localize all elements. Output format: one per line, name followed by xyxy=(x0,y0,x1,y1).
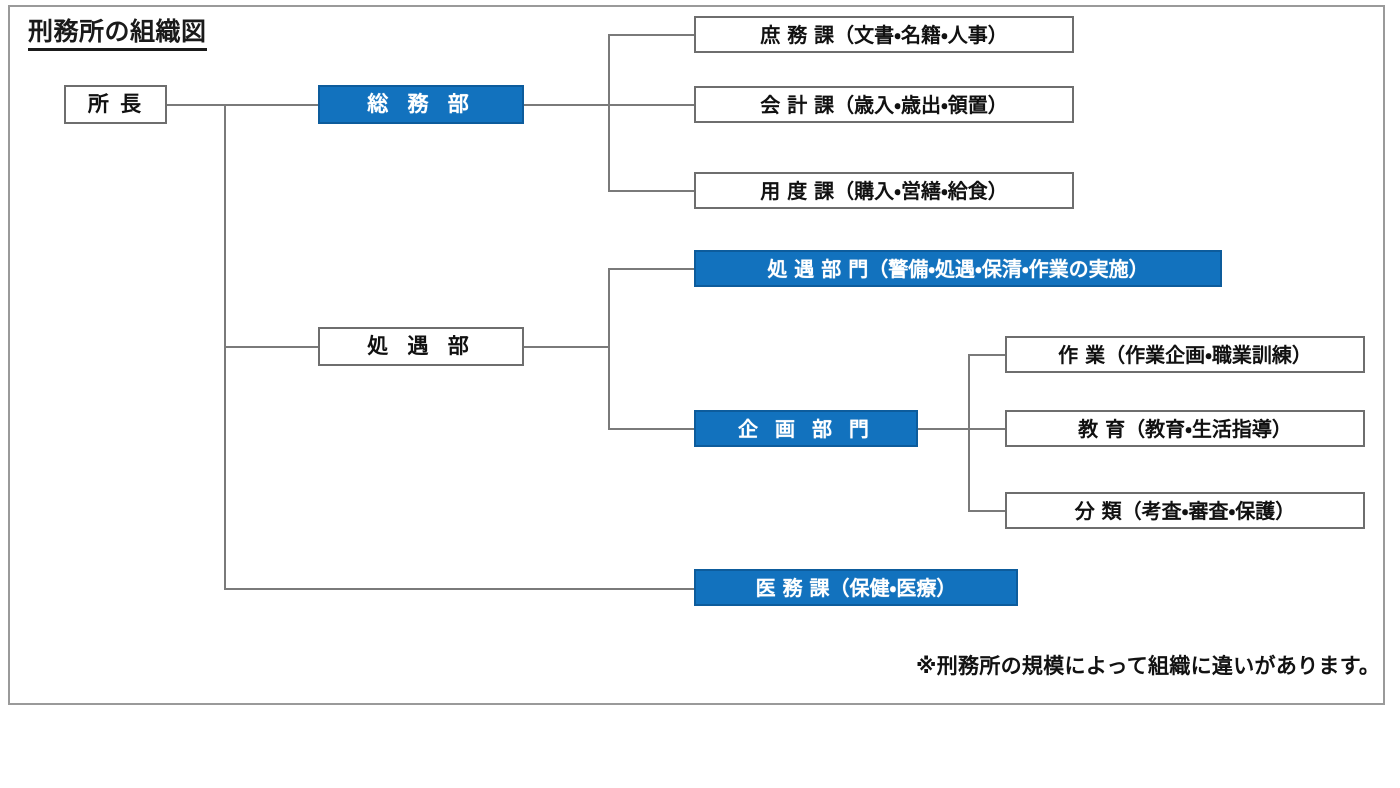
connector-general-affairs-to-branch xyxy=(524,104,610,106)
connector-branch-to-planning-section xyxy=(608,428,696,430)
connector-branch-to-shomu xyxy=(608,34,696,36)
footnote-note: ※刑務所の規模によって組織に違いがあります。 xyxy=(916,654,1381,678)
node-general-affairs-department[interactable]: 総 務 部 xyxy=(318,85,524,124)
connector-treatment-branch-vertical xyxy=(608,268,610,430)
chart-title: 刑務所の組織図 xyxy=(28,18,207,51)
node-education-unit[interactable]: 教 育（教育・生活指導） xyxy=(1005,410,1365,447)
node-medical-section[interactable]: 医 務 課（保健・医療） xyxy=(694,569,1018,606)
connector-trunk-to-treatment xyxy=(224,346,320,348)
connector-branch-to-sagyo xyxy=(968,354,1007,356)
connector-general-affairs-branch-vertical xyxy=(608,34,610,192)
node-work-unit[interactable]: 作 業（作業企画・職業訓練） xyxy=(1005,336,1365,373)
connector-branch-to-yodo xyxy=(608,190,696,192)
node-treatment-division[interactable]: 処 遇 部 門（警備・処遇・保清・作業の実施） xyxy=(694,250,1222,287)
node-planning-division[interactable]: 企 画 部 門 xyxy=(694,410,918,447)
connector-root-to-trunk xyxy=(167,104,226,106)
connector-branch-to-treatment-section xyxy=(608,268,696,270)
connector-branch-to-kyoiku xyxy=(968,428,1007,430)
connector-branch-to-kaikei xyxy=(608,104,696,106)
connector-trunk-to-general-affairs xyxy=(224,104,320,106)
connector-planning-branch-vertical xyxy=(968,354,970,512)
node-warden[interactable]: 所 長 xyxy=(64,85,167,124)
node-classification-unit[interactable]: 分 類（考査・審査・保護） xyxy=(1005,492,1365,529)
connector-planning-to-branch xyxy=(918,428,970,430)
node-general-affairs-section[interactable]: 庶 務 課（文書・名籍・人事） xyxy=(694,16,1074,53)
node-supplies-section[interactable]: 用 度 課（購入・営繕・給食） xyxy=(694,172,1074,209)
node-accounting-section[interactable]: 会 計 課（歳入・歳出・領置） xyxy=(694,86,1074,123)
node-treatment-department[interactable]: 処 遇 部 xyxy=(318,327,524,366)
connector-branch-to-bunrui xyxy=(968,510,1007,512)
connector-treatment-to-branch xyxy=(524,346,610,348)
connector-trunk-to-medical xyxy=(224,588,696,590)
